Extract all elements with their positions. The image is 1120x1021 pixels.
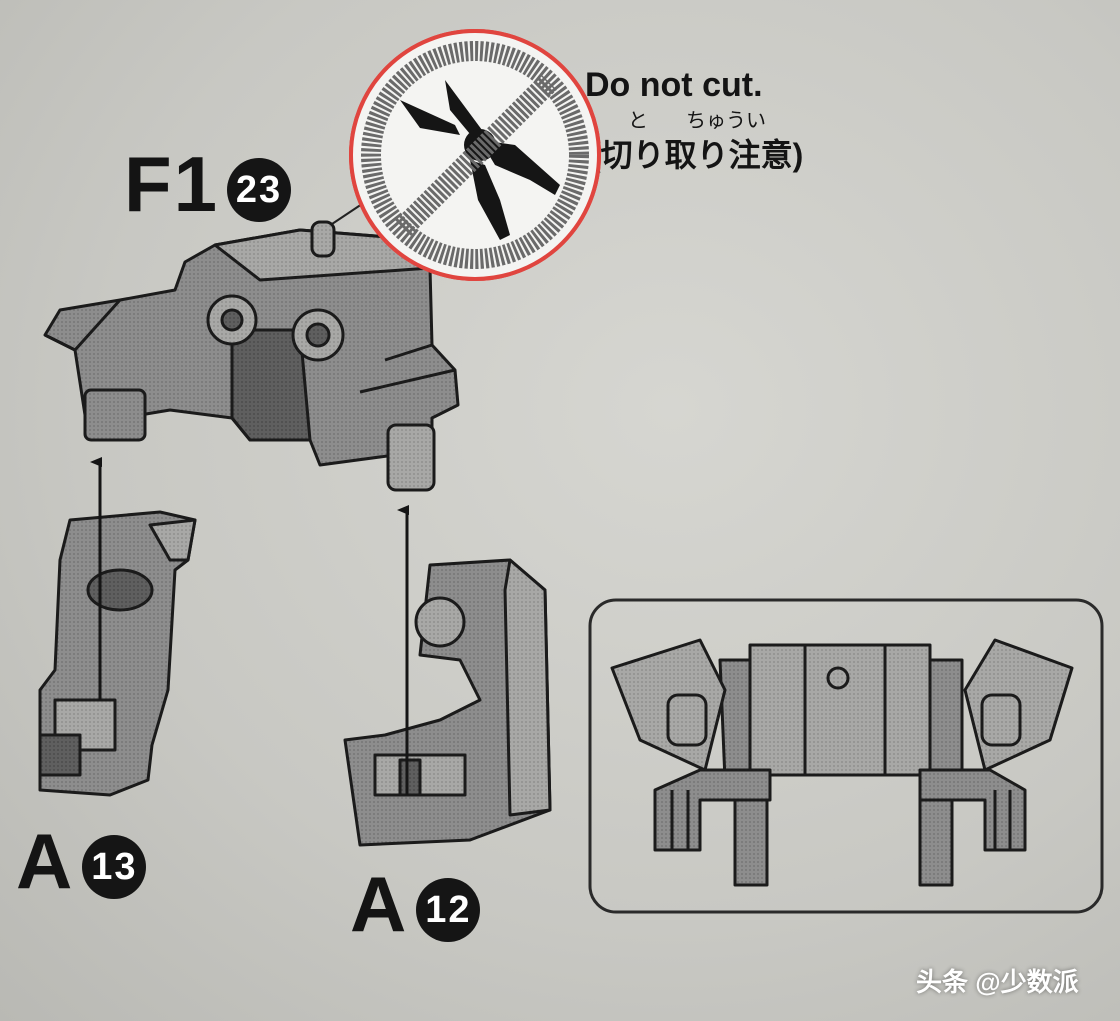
part-letter-a12: A <box>350 860 409 948</box>
part-f1-drawing <box>43 220 460 492</box>
furigana-chuui: ちゅうい <box>686 110 766 132</box>
no-scissors-icon <box>349 29 601 281</box>
part-letter-a13: A <box>16 817 75 905</box>
completed-view-panel <box>588 598 1104 914</box>
caution-text-jp: (切り取り注意) <box>590 137 804 173</box>
part-number-badge-a12: 12 <box>416 878 481 943</box>
part-letter-f1: F1 <box>124 140 220 228</box>
part-a13-drawing <box>38 510 197 797</box>
part-number-badge-f1: 23 <box>227 158 292 223</box>
furigana-to: と <box>628 110 648 132</box>
part-a12-drawing <box>343 558 552 847</box>
caution-text-en: Do not cut. <box>585 66 763 104</box>
watermark: 头条 @少数派 <box>916 967 1079 997</box>
part-number-badge-a13: 13 <box>82 835 147 900</box>
